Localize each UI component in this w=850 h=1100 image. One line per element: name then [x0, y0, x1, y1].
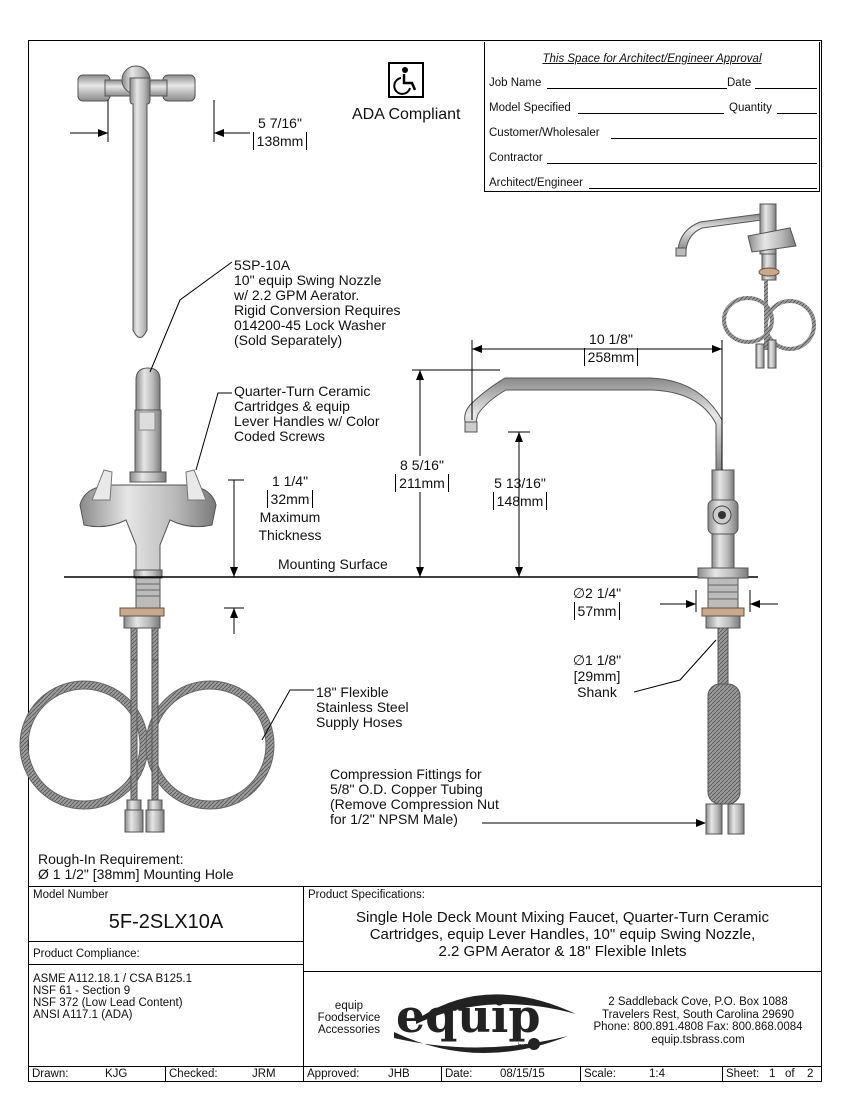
approved-by: JHB: [388, 1068, 410, 1080]
sheet-cell: Sheet: 1 of 2: [722, 1066, 822, 1082]
note-rough-in: Rough-In Requirement: Ø 1 1/2" [38mm] Mo…: [38, 851, 234, 882]
scale-cell: Scale: 1:4: [580, 1066, 723, 1082]
sheet-total: 2: [807, 1068, 814, 1080]
quantity-label: Quantity: [729, 102, 772, 114]
equip-logo: equip by: [388, 980, 584, 1054]
model-number: 5F-2SLX10A: [108, 911, 224, 933]
scale-value: 1:4: [649, 1068, 665, 1080]
dim-nozzle-width: 5 7/16" 138mm: [244, 114, 316, 150]
customer-label: Customer/Wholesaler: [489, 127, 600, 139]
logo-text: equip: [396, 989, 541, 1043]
top-view-nozzle: [77, 65, 196, 338]
drawn-cell: Drawn: KJG: [28, 1066, 166, 1082]
sheet-number: 1: [769, 1068, 776, 1080]
ada-label: ADA Compliant: [352, 106, 461, 123]
brand-cell: equip Foodservice Accessories equip by 2…: [303, 971, 822, 1067]
note-cartridges: Quarter-Turn Ceramic Cartridges & equip …: [234, 383, 380, 444]
iso-view-faucet: [675, 203, 816, 369]
drawn-by: KJG: [105, 1068, 128, 1080]
note-mounting-surface: Mounting Surface: [278, 556, 388, 572]
brand-tagline: equip Foodservice Accessories: [317, 1000, 381, 1036]
front-view-faucet: [19, 367, 275, 833]
job-name-label: Job Name: [489, 77, 542, 89]
note-nozzle: 5SP-10A 10" equip Swing Nozzle w/ 2.2 GP…: [234, 257, 401, 348]
drawing-date: 08/15/15: [500, 1068, 545, 1080]
logo-by: by: [518, 1043, 526, 1050]
specs-label: Product Specifications:: [308, 889, 425, 901]
contractor-label: Contractor: [489, 152, 543, 164]
side-view-faucet: [464, 377, 749, 835]
specs-cell: Product Specifications: Single Hole Deck…: [303, 886, 822, 972]
dim-spout-height: 5 13/16" 148mm: [492, 475, 548, 510]
dim-reach: 10 1/8" 258mm: [566, 330, 656, 366]
checked-cell: Checked: JRM: [165, 1066, 304, 1082]
architect-label: Architect/Engineer: [489, 177, 583, 189]
wheelchair-icon: [388, 62, 424, 98]
dim-thickness: 1 1/4" 32mm Maximum Thickness: [258, 473, 322, 543]
model-specified-label: Model Specified: [489, 102, 571, 114]
approved-cell: Approved: JHB: [303, 1066, 442, 1082]
dim-height: 8 5/16" 211mm: [386, 456, 458, 492]
company-address: 2 Saddleback Cove, P.O. Box 1088 Travele…: [593, 996, 803, 1046]
dim-base-diameter: ∅2 1/4" 57mm: [572, 585, 622, 620]
date-cell: Date: 08/15/15: [441, 1066, 581, 1082]
compliance-label: Product Compliance:: [33, 948, 140, 960]
note-hoses: 18" Flexible Stainless Steel Supply Hose…: [316, 684, 409, 730]
compliance-cell: Product Compliance: ASME A112.18.1 / CSA…: [28, 941, 304, 1067]
model-number-label: Model Number: [33, 889, 109, 901]
model-number-cell: Model Number 5F-2SLX10A: [28, 886, 304, 942]
approval-title: This Space for Architect/Engineer Approv…: [542, 53, 762, 65]
specs-text: Single Hole Deck Mount Mixing Faucet, Qu…: [356, 909, 769, 960]
checked-by: JRM: [252, 1068, 276, 1080]
note-fittings: Compression Fittings for 5/8" O.D. Coppe…: [330, 766, 499, 827]
date-label: Date: [727, 77, 752, 89]
compliance-list: ASME A112.18.1 / CSA B125.1 NSF 61 - Sec…: [33, 973, 192, 1021]
approval-box: This Space for Architect/Engineer Approv…: [484, 42, 820, 192]
dim-shank: ∅1 1/8" [29mm] Shank: [572, 652, 622, 700]
